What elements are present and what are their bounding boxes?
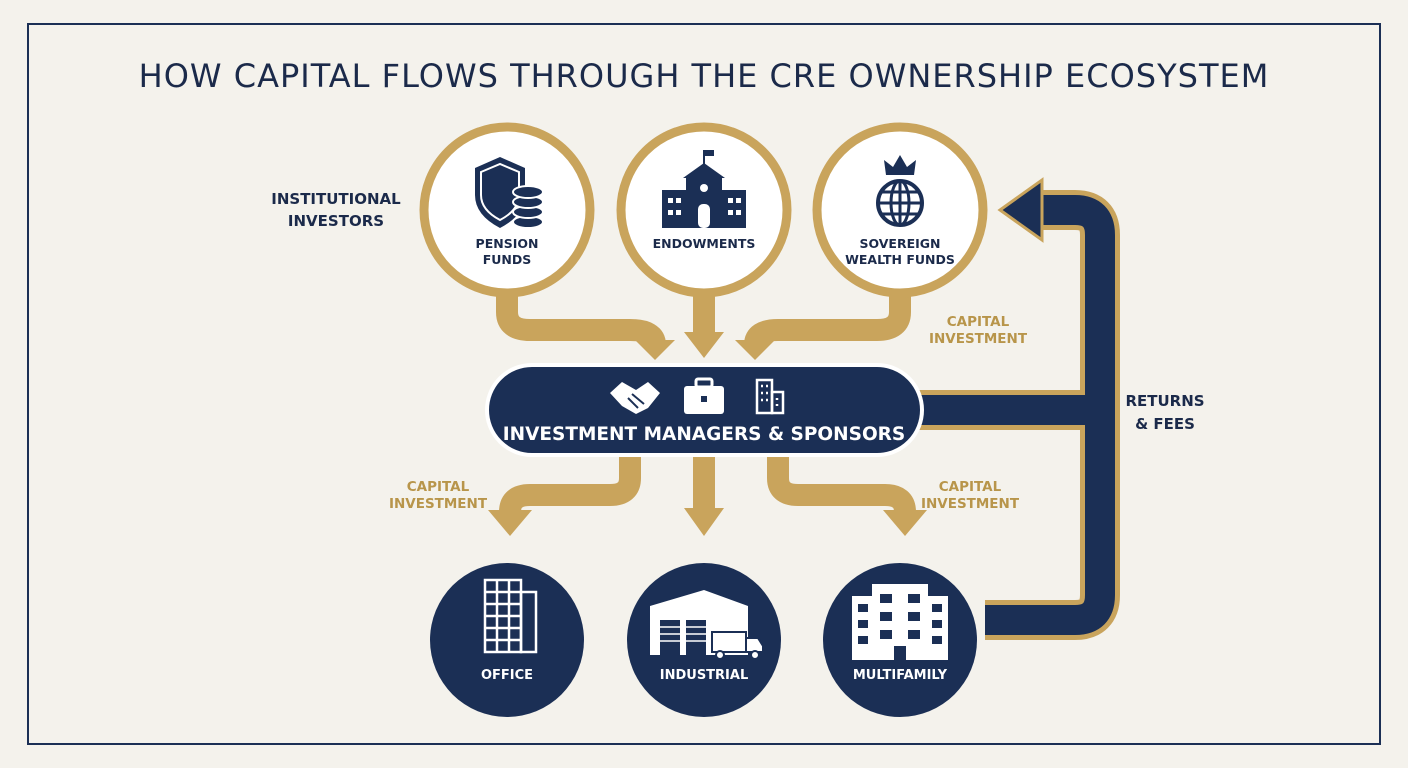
capital-label-top: CAPITAL [947, 314, 1010, 330]
capital-label-right: CAPITAL [939, 479, 1002, 495]
arrowhead-icon [735, 340, 775, 360]
investor-node-endowments: ENDOWMENTS [616, 122, 792, 298]
arrowhead-icon [684, 508, 724, 536]
capital-label-left-2: INVESTMENT [389, 496, 488, 512]
node-label: INDUSTRIAL [660, 668, 749, 683]
arrowhead-icon [684, 332, 724, 358]
managers-label: INVESTMENT MANAGERS & SPONSORS [503, 424, 906, 445]
node-label: PENSION [476, 236, 539, 251]
arrowhead-icon [488, 510, 532, 536]
returns-arrowhead-icon [997, 177, 1044, 243]
capital-arrowheads [488, 332, 927, 536]
university-building-icon [662, 150, 746, 228]
returns-label-line2: & FEES [1135, 415, 1195, 433]
handshake-icon [610, 382, 660, 414]
node-label: FUNDS [483, 252, 532, 267]
office-building-icon [755, 378, 785, 415]
apartment-icon [852, 584, 948, 660]
institutional-label-line2: INVESTORS [288, 212, 384, 230]
node-label: MULTIFAMILY [853, 668, 948, 683]
capital-label-right-2: INVESTMENT [921, 496, 1020, 512]
shield-coins-icon [475, 157, 544, 229]
institutional-label-line1: INSTITUTIONAL [271, 190, 401, 208]
warehouse-truck-icon [650, 590, 764, 660]
briefcase-icon [684, 377, 724, 414]
capital-label-top-2: INVESTMENT [929, 331, 1028, 347]
diagram-title: HOW CAPITAL FLOWS THROUGH THE CRE OWNERS… [139, 57, 1270, 95]
asset-node-office: OFFICE [430, 563, 584, 717]
frame-border [27, 23, 1381, 745]
crown-globe-icon [876, 155, 924, 227]
arrowhead-icon [883, 510, 927, 536]
capital-label-left: CAPITAL [407, 479, 470, 495]
investor-node-pension: PENSION FUNDS [419, 122, 595, 298]
investment-managers-node: INVESTMENT MANAGERS & SPONSORS [485, 363, 924, 457]
asset-node-industrial: INDUSTRIAL [627, 563, 781, 717]
node-label: ENDOWMENTS [653, 236, 756, 251]
arrowhead-icon [635, 340, 675, 360]
office-tower-icon [483, 578, 538, 654]
returns-label-line1: RETURNS [1125, 392, 1204, 410]
node-label: OFFICE [481, 668, 533, 683]
node-label: SOVEREIGN [859, 236, 940, 251]
asset-node-multifamily: MULTIFAMILY [823, 563, 977, 717]
returns-arrow [915, 177, 1120, 640]
node-label: WEALTH FUNDS [845, 252, 955, 267]
investor-node-sovereign: SOVEREIGN WEALTH FUNDS [812, 122, 988, 298]
